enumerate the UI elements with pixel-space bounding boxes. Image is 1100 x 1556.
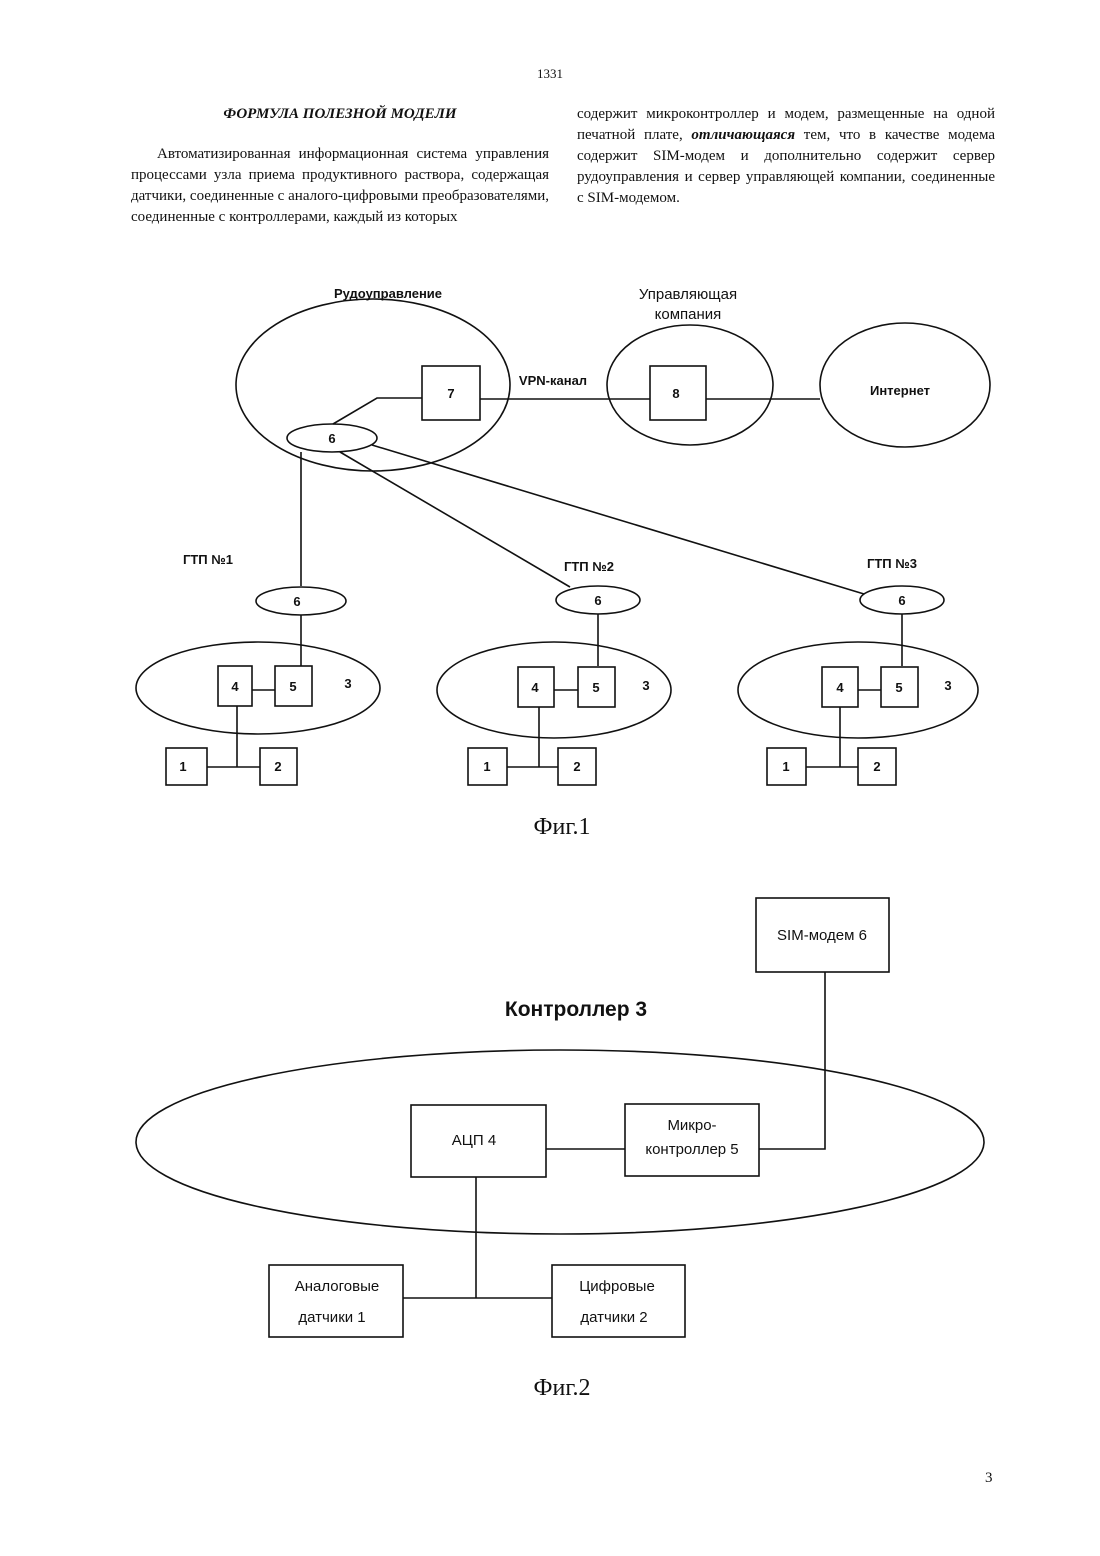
adc-label: АЦП 4	[452, 1132, 496, 1149]
company-ellipse	[607, 325, 773, 445]
unit-1-controller-label: 3	[344, 676, 351, 691]
unit-1-title: ГТП №1	[183, 552, 233, 567]
page-number: 3	[985, 1470, 993, 1487]
figure-1-caption: Фиг.1	[534, 814, 591, 840]
figure-2-diagram: SIM-модем 6 Контроллер 3 АЦП 4 Микро- ко…	[0, 880, 1100, 1420]
controller-ellipse	[136, 1050, 984, 1234]
unit-1-sensor-b-label: 2	[274, 759, 281, 774]
controller-label: Контроллер 3	[505, 998, 647, 1021]
unit-3-modem-label: 6	[898, 593, 905, 608]
unit-2-mcu-label: 5	[592, 680, 599, 695]
unit-3-controller-label: 3	[944, 678, 951, 693]
mcu-label-line2: контроллер 5	[645, 1141, 738, 1158]
unit-3-sensor-a-label: 1	[782, 759, 789, 774]
unit-2-controller-label: 3	[642, 678, 649, 693]
unit-2-sensor-b-label: 2	[573, 759, 580, 774]
mcu-label-line1: Микро-	[667, 1117, 716, 1134]
server-7-label: 7	[447, 386, 454, 401]
unit-2-modem-label: 6	[594, 593, 601, 608]
unit-1-sensor-a-label: 1	[179, 759, 186, 774]
unit-3-adc-label: 4	[836, 680, 844, 695]
claims-heading: ФОРМУЛА ПОЛЕЗНОЙ МОДЕЛИ	[131, 104, 549, 125]
claims-left-column: ФОРМУЛА ПОЛЕЗНОЙ МОДЕЛИ Автоматизированн…	[131, 104, 549, 228]
digital-sensors-line1: Цифровые	[579, 1278, 655, 1295]
internet-label: Интернет	[870, 383, 930, 398]
company-label-line2: компания	[655, 306, 722, 323]
unit-3-title: ГТП №3	[867, 556, 917, 571]
analog-sensors-line2: датчики 1	[298, 1309, 365, 1326]
unit-1-adc-label: 4	[231, 679, 239, 694]
digital-sensors-line2: датчики 2	[580, 1309, 647, 1326]
mine-office-label: Рудоуправление	[334, 286, 442, 301]
unit-2-sensor-a-label: 1	[483, 759, 490, 774]
hub-modem-label: 6	[328, 431, 335, 446]
unit-2-title: ГТП №2	[564, 559, 614, 574]
claims-left-text: Автоматизированная информационная систем…	[131, 144, 549, 228]
unit-1-mcu-label: 5	[289, 679, 296, 694]
page-top-number: 1331	[0, 66, 1100, 82]
mcu-box	[625, 1104, 759, 1176]
unit-2-adc-label: 4	[531, 680, 539, 695]
unit-3-sensor-b-label: 2	[873, 759, 880, 774]
claims-right-emphasis: отличающаяся	[691, 127, 795, 143]
figure-1-diagram: Рудоуправление Управляющая компания Инте…	[0, 270, 1100, 850]
vpn-label: VPN-канал	[519, 373, 587, 388]
analog-sensors-box	[269, 1265, 403, 1337]
unit-1-modem-label: 6	[293, 594, 300, 609]
analog-sensors-line1: Аналоговые	[295, 1278, 379, 1295]
unit-1-modem-ellipse	[256, 587, 346, 615]
figure-2-caption: Фиг.2	[534, 1375, 591, 1401]
company-label-line1: Управляющая	[639, 286, 737, 303]
unit-3-mcu-label: 5	[895, 680, 902, 695]
sim-modem-label: SIM-модем 6	[777, 927, 867, 944]
digital-sensors-box	[552, 1265, 685, 1337]
claims-right-column: содержит микроконтроллер и модем, размещ…	[577, 104, 995, 209]
server-8-label: 8	[672, 386, 679, 401]
claims-right-paragraph: содержит микроконтроллер и модем, размещ…	[577, 104, 995, 209]
